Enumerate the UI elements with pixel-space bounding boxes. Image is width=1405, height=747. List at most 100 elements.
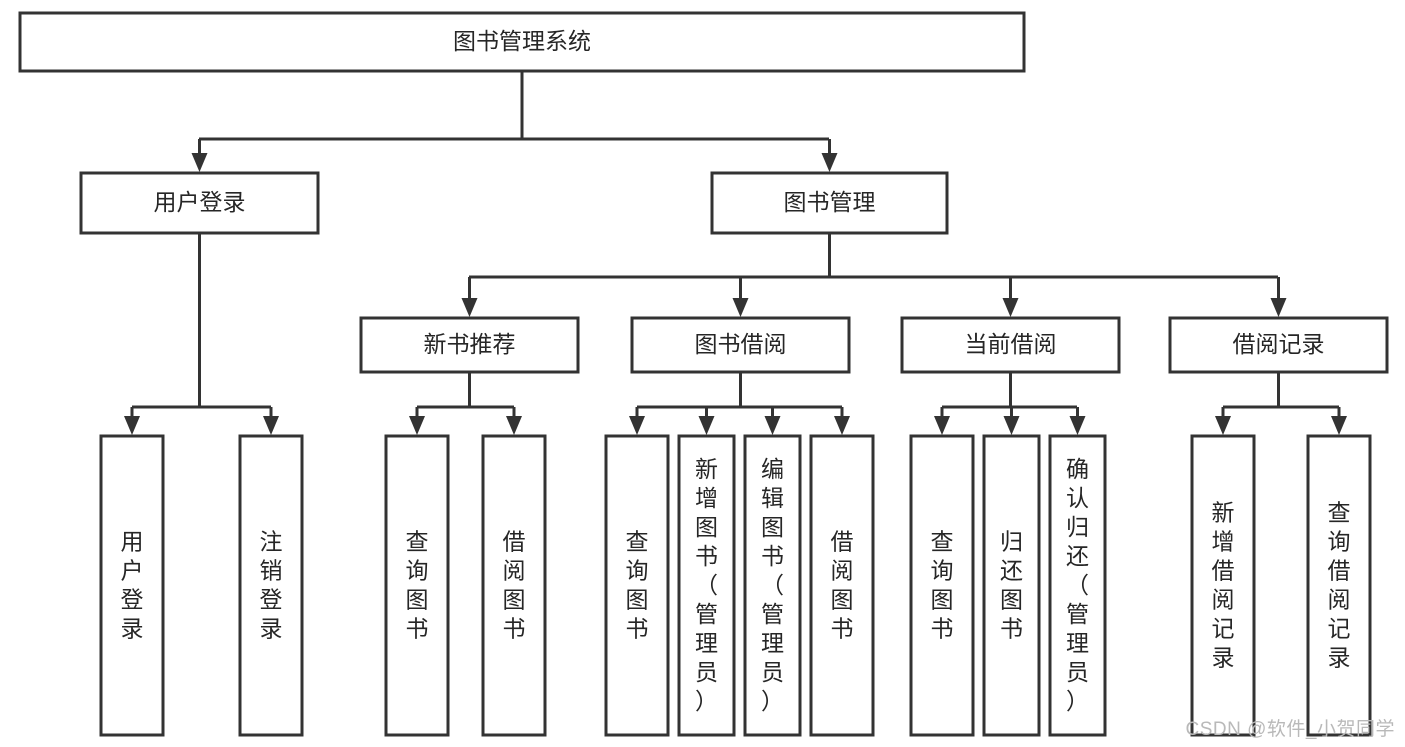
node-box[interactable] xyxy=(909,434,975,737)
arrow-head-icon xyxy=(1002,298,1019,317)
node-leaf-logout[interactable]: 注销登录 xyxy=(238,434,304,737)
arrow-head-icon xyxy=(934,416,950,435)
node-label: 新增图书（管理员） xyxy=(695,456,718,714)
node-label: 借阅图书 xyxy=(831,529,854,642)
edge-book-manage-to-book-borrow xyxy=(732,277,749,317)
node-box[interactable] xyxy=(1168,316,1389,374)
node-label: 借阅记录 xyxy=(1233,331,1325,357)
node-book-manage[interactable]: 图书管理 xyxy=(710,171,949,235)
node-box[interactable] xyxy=(677,434,736,737)
arrow-head-icon xyxy=(124,416,140,435)
node-label: 当前借阅 xyxy=(965,331,1057,357)
node-label: 查询图书 xyxy=(931,529,954,642)
node-box[interactable] xyxy=(384,434,450,737)
arrow-head-icon xyxy=(506,416,522,435)
node-box[interactable] xyxy=(710,171,949,235)
node-label: 图书借阅 xyxy=(695,331,787,357)
edge-root-to-user-login xyxy=(191,139,208,172)
node-new-book-rec[interactable]: 新书推荐 xyxy=(359,316,580,374)
connector-group xyxy=(1223,372,1339,409)
node-box[interactable] xyxy=(1048,434,1107,737)
arrow-head-icon xyxy=(263,416,279,435)
node-box[interactable] xyxy=(238,434,304,737)
node-box[interactable] xyxy=(743,434,802,737)
node-leaf-borrow-book[interactable]: 借阅图书 xyxy=(809,434,875,737)
node-leaf-user-login[interactable]: 用户登录 xyxy=(99,434,165,737)
edge-user-login-to-leaf-logout xyxy=(263,407,279,435)
node-box[interactable] xyxy=(982,434,1041,737)
edge-book-borrow-to-leaf-add-book xyxy=(698,407,715,435)
node-leaf-add-book[interactable]: 新增图书（管理员） xyxy=(677,434,736,737)
node-leaf-add-record[interactable]: 新增借阅记录 xyxy=(1190,434,1256,737)
node-box[interactable] xyxy=(359,316,580,374)
edge-root-to-book-manage xyxy=(821,139,838,172)
node-label: 新增借阅记录 xyxy=(1212,500,1235,671)
node-user-login[interactable]: 用户登录 xyxy=(79,171,320,235)
arrow-head-icon xyxy=(732,298,749,317)
arrow-head-icon xyxy=(834,416,850,435)
edge-borrow-record-to-leaf-query-record xyxy=(1331,407,1347,435)
edge-book-borrow-to-leaf-borrow-query xyxy=(629,407,645,435)
node-box[interactable] xyxy=(79,171,320,235)
node-box[interactable] xyxy=(1190,434,1256,737)
edge-book-manage-to-current-borrow xyxy=(1002,277,1019,317)
arrow-head-icon xyxy=(1069,416,1086,435)
node-leaf-borrow-query[interactable]: 查询图书 xyxy=(604,434,670,737)
node-label: 查询图书 xyxy=(406,529,429,642)
edge-current-borrow-to-leaf-return-book xyxy=(1003,407,1020,435)
node-leaf-cur-query[interactable]: 查询图书 xyxy=(909,434,975,737)
node-leaf-rec-query[interactable]: 查询图书 xyxy=(384,434,450,737)
node-label: 编辑图书（管理员） xyxy=(761,456,784,714)
arrow-head-icon xyxy=(629,416,645,435)
arrow-head-icon xyxy=(191,153,208,172)
edge-current-borrow-to-leaf-cur-query xyxy=(934,407,950,435)
arrow-head-icon xyxy=(1003,416,1020,435)
connector-group xyxy=(417,372,514,409)
node-current-borrow[interactable]: 当前借阅 xyxy=(900,316,1121,374)
edge-new-book-rec-to-leaf-rec-borrow xyxy=(506,407,522,435)
node-borrow-record[interactable]: 借阅记录 xyxy=(1168,316,1389,374)
node-root[interactable]: 图书管理系统 xyxy=(18,11,1026,73)
arrow-head-icon xyxy=(1215,416,1231,435)
node-box[interactable] xyxy=(99,434,165,737)
connectors-layer xyxy=(124,71,1347,435)
node-box[interactable] xyxy=(481,434,547,737)
node-box[interactable] xyxy=(18,11,1026,73)
connector-group xyxy=(469,233,1278,279)
edge-book-manage-to-new-book-rec xyxy=(461,277,478,317)
node-label: 借阅图书 xyxy=(503,529,526,642)
connector-group xyxy=(132,233,271,409)
node-box[interactable] xyxy=(900,316,1121,374)
node-label: 注销登录 xyxy=(260,529,283,642)
edge-current-borrow-to-leaf-confirm-return xyxy=(1069,407,1086,435)
node-label: 用户登录 xyxy=(121,529,144,642)
arrow-head-icon xyxy=(1331,416,1347,435)
node-label: 图书管理系统 xyxy=(453,28,591,54)
nodes-layer: 图书管理系统用户登录图书管理新书推荐图书借阅当前借阅借阅记录用户登录注销登录查询… xyxy=(18,11,1389,737)
node-label: 新书推荐 xyxy=(424,331,516,357)
node-box[interactable] xyxy=(809,434,875,737)
node-label: 确认归还（管理员） xyxy=(1066,456,1089,714)
node-leaf-confirm-return[interactable]: 确认归还（管理员） xyxy=(1048,434,1107,737)
node-book-borrow[interactable]: 图书借阅 xyxy=(630,316,851,374)
node-box[interactable] xyxy=(604,434,670,737)
connector-group xyxy=(637,372,842,409)
edge-new-book-rec-to-leaf-rec-query xyxy=(409,407,425,435)
node-leaf-edit-book[interactable]: 编辑图书（管理员） xyxy=(743,434,802,737)
node-leaf-query-record[interactable]: 查询借阅记录 xyxy=(1306,434,1372,737)
node-label: 归还图书 xyxy=(1000,529,1023,642)
connector-group xyxy=(942,372,1077,409)
node-leaf-rec-borrow[interactable]: 借阅图书 xyxy=(481,434,547,737)
edge-book-borrow-to-leaf-borrow-book xyxy=(834,407,850,435)
csdn-watermark: CSDN @软件_小贺同学 xyxy=(1185,719,1395,740)
edge-book-borrow-to-leaf-edit-book xyxy=(764,407,781,435)
arrow-head-icon xyxy=(409,416,425,435)
node-box[interactable] xyxy=(1306,434,1372,737)
node-box[interactable] xyxy=(630,316,851,374)
node-leaf-return-book[interactable]: 归还图书 xyxy=(982,434,1041,737)
connector-group xyxy=(199,71,829,141)
arrow-head-icon xyxy=(821,153,838,172)
edge-book-manage-to-borrow-record xyxy=(1270,277,1287,317)
arrow-head-icon xyxy=(764,416,781,435)
